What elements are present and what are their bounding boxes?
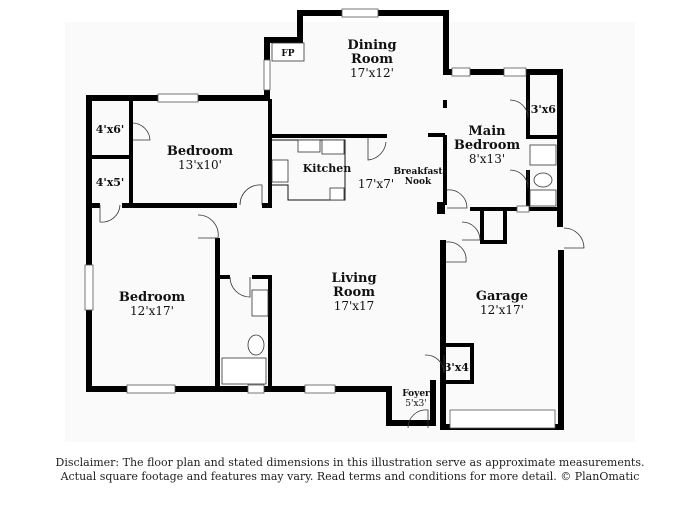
main-bedroom-name-2: Bedroom (454, 138, 521, 153)
dishwasher-icon (321, 139, 345, 155)
living-room-dims: 17'x17 (334, 299, 375, 313)
room-labels: Dining Room 17'x12' FP 3'x6' Main Bedroo… (96, 38, 560, 409)
dining-room-name-1: Dining (347, 38, 396, 53)
toilet-icon (247, 334, 265, 356)
disclaimer-line-2: Actual square footage and features may v… (60, 470, 640, 483)
main-sink-icon (529, 189, 557, 207)
living-room-name-2: Room (333, 285, 375, 300)
living-room-name-1: Living (331, 271, 376, 286)
garage-name: Garage (476, 289, 528, 304)
disclaimer: Disclaimer: The floor plan and stated di… (40, 456, 660, 484)
garage-closet-dims: 3'x4' (444, 361, 473, 374)
bedroom-1-dims: 13'x10' (178, 158, 222, 172)
main-closet-dims: 3'x6' (531, 103, 560, 116)
foyer-dims: 5'x3' (405, 399, 426, 409)
plan-background (65, 22, 635, 442)
disclaimer-line-1: Disclaimer: The floor plan and stated di… (55, 456, 645, 469)
breakfast-nook-name-2: Nook (405, 177, 432, 187)
breakfast-nook-name-1: Breakfast (393, 167, 443, 177)
closet-b-dims: 4'x5' (96, 176, 125, 189)
walls (86, 10, 564, 430)
foyer-name: Foyer (402, 389, 430, 399)
windows (84, 8, 556, 429)
floor-plan: Dining Room 17'x12' FP 3'x6' Main Bedroo… (65, 8, 635, 442)
dining-room-name-2: Room (351, 52, 393, 67)
main-bedroom-name-1: Main (468, 124, 506, 139)
bedroom-2-name: Bedroom (119, 290, 186, 305)
bathtub-icon (221, 357, 267, 385)
stove-icon (271, 159, 289, 183)
fixtures (221, 42, 557, 385)
garage-dims: 12'x17' (480, 303, 524, 317)
bedroom-1-name: Bedroom (167, 144, 234, 159)
fireplace-icon (271, 42, 305, 62)
doors (99, 99, 585, 429)
closet-a-dims: 4'x6' (96, 123, 125, 136)
kitchen-dims: 17'x7' (358, 177, 394, 191)
fireplace-label: FP (281, 49, 294, 59)
kitchen-name: Kitchen (303, 162, 352, 175)
main-bedroom-dims: 8'x13' (469, 152, 505, 166)
bath-sink-icon (251, 289, 269, 317)
main-toilet-icon (533, 172, 553, 188)
dining-room-dims: 17'x12' (350, 66, 394, 80)
shower-icon (529, 144, 557, 166)
bedroom-2-dims: 12'x17' (130, 304, 174, 318)
sink-icon (297, 139, 321, 153)
